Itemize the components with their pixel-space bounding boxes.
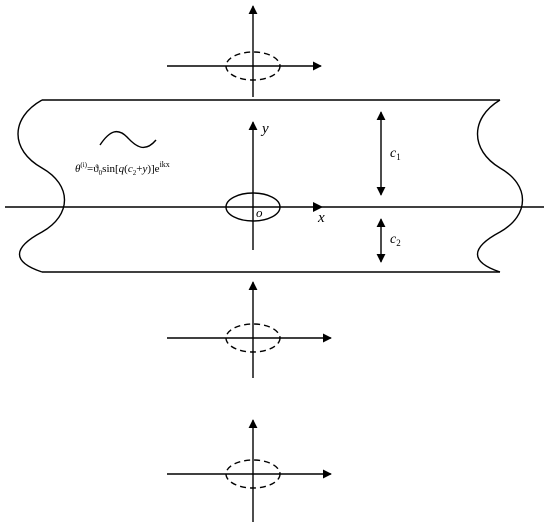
incident-wave-formula: θ(i)=ϑ0sin[q(c2+y)]eikx xyxy=(75,160,170,177)
image-lower2-crack xyxy=(225,459,281,489)
image-crack-lower-2 xyxy=(167,419,332,522)
wave-symbol xyxy=(99,130,157,149)
x-axis-label: x xyxy=(317,210,325,226)
y-axis-label: y xyxy=(260,121,269,137)
dimension-c1-label: c1 xyxy=(390,146,401,162)
image-lower1-crack xyxy=(225,323,281,353)
central-crack xyxy=(225,192,281,222)
image-crack-upper xyxy=(167,5,322,97)
dimension-c2-label: c2 xyxy=(390,232,401,248)
left-break-line xyxy=(17,99,66,273)
image-upper-crack xyxy=(225,51,281,81)
image-crack-lower-1 xyxy=(167,281,332,378)
origin-label: o xyxy=(256,205,263,220)
right-break-line xyxy=(476,99,524,273)
x-axis-arrow xyxy=(313,202,323,212)
